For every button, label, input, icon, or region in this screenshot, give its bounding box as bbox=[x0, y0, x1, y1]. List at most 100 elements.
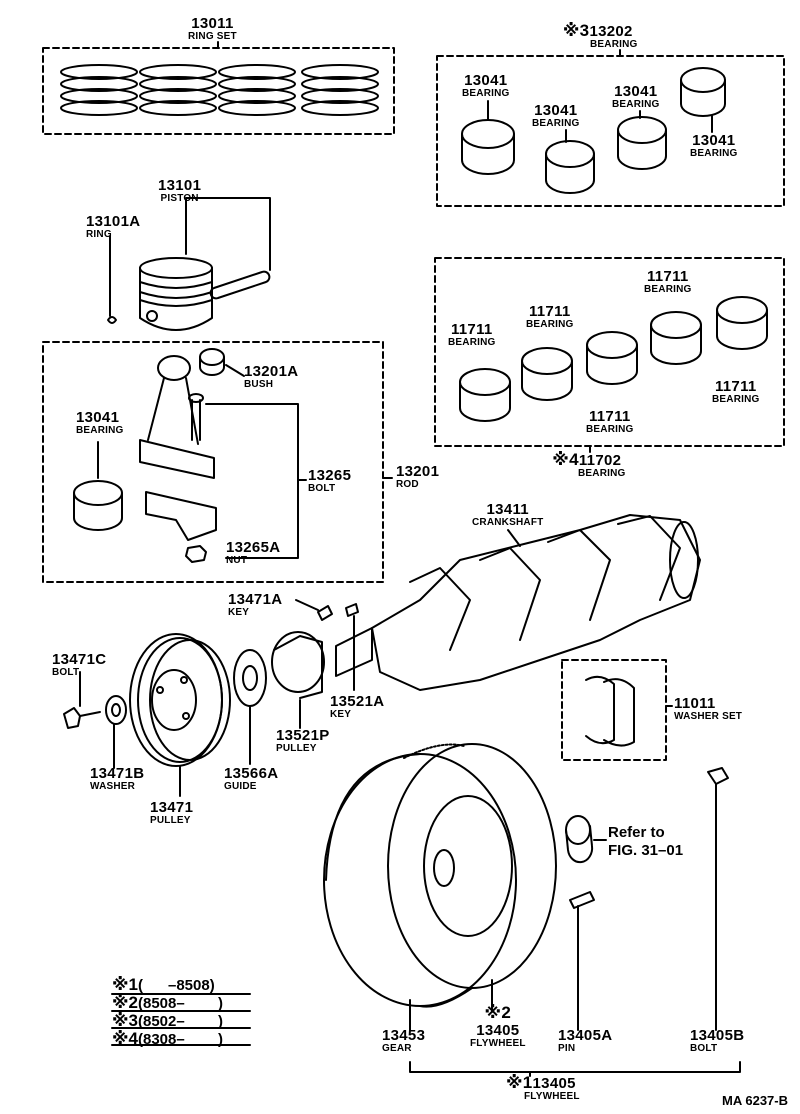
part-name: FLYWHEEL bbox=[524, 1091, 580, 1102]
legend-row: ※4(8308– ) bbox=[112, 1030, 223, 1048]
part-number: 13101A bbox=[86, 213, 141, 230]
part-number: 11011 bbox=[674, 695, 716, 712]
part-name: KEY bbox=[228, 607, 250, 618]
part-name: GUIDE bbox=[224, 781, 257, 792]
part-name: BEARING bbox=[644, 284, 692, 295]
main-bearing-shell-1 bbox=[459, 368, 511, 422]
variant-mark: ※4 bbox=[552, 450, 579, 469]
bearing-shell-d bbox=[680, 67, 726, 133]
part-number: 11711 bbox=[646, 268, 689, 285]
flywheel-bolt-part bbox=[707, 767, 729, 1031]
part-name: PISTON bbox=[160, 193, 199, 204]
part-name: BEARING bbox=[462, 88, 510, 99]
flywheel-2-label: ※2 13405 FLYWHEEL bbox=[470, 1004, 526, 1049]
part-name: GEAR bbox=[382, 1043, 412, 1054]
piston-label: 13101 PISTON bbox=[158, 178, 201, 204]
part-number: 13471A bbox=[228, 591, 283, 608]
part-name: BEARING bbox=[612, 99, 660, 110]
part-name: BEARING bbox=[532, 118, 580, 129]
pin-label: 13405A PIN bbox=[558, 1028, 612, 1054]
part-number: 13405B bbox=[690, 1027, 745, 1044]
part-name: RING SET bbox=[188, 31, 237, 42]
main-bearing-1-label: 11711 BEARING bbox=[644, 269, 692, 295]
guide-part bbox=[233, 649, 267, 765]
part-number: 13041 bbox=[534, 102, 578, 119]
rod-bearing-1-label: 13041 BEARING bbox=[462, 73, 510, 99]
part-name: BEARING bbox=[526, 319, 574, 330]
crank-pulley-part bbox=[129, 633, 231, 797]
big-end-bearing bbox=[73, 441, 123, 531]
washer-set-group bbox=[561, 659, 673, 761]
legend-range: (8508– ) bbox=[137, 995, 224, 1012]
main-bearing-4-label: 11711 BEARING bbox=[712, 379, 760, 405]
rod-nut-part bbox=[185, 545, 207, 563]
legend-row: ※2(8508– ) bbox=[112, 994, 223, 1012]
part-number: 13521P bbox=[276, 727, 330, 744]
legend-range: (8502– ) bbox=[137, 1013, 224, 1030]
legend-mark: ※4 bbox=[112, 1029, 138, 1048]
variant-legend: ※1( –8508) ※2(8508– ) ※3(8502– ) ※4(8308… bbox=[112, 976, 223, 1048]
part-name: RING bbox=[86, 229, 112, 240]
refer-line-2: FIG. 31–01 bbox=[608, 842, 684, 859]
flywheel-part bbox=[323, 743, 557, 1031]
main-bearing-shell-5 bbox=[716, 296, 768, 350]
part-name: BEARING bbox=[590, 39, 638, 50]
part-name: BUSH bbox=[244, 379, 274, 390]
main-bearing-shell-4 bbox=[650, 311, 702, 365]
part-name: BEARING bbox=[578, 468, 626, 479]
bearing-set-3-label: ※313202 BEARING bbox=[558, 22, 638, 50]
part-name: BEARING bbox=[76, 425, 124, 436]
part-number: 13201A bbox=[244, 363, 299, 380]
pulley-label: 13471 PULLEY bbox=[150, 800, 193, 826]
bearing-shell-b bbox=[545, 129, 595, 194]
part-number: 13471C bbox=[52, 651, 107, 668]
part-name: BEARING bbox=[448, 337, 496, 348]
main-bearing-5-label: 11711 BEARING bbox=[586, 409, 634, 435]
part-number: 13265A bbox=[226, 539, 281, 556]
piston-ring-2 bbox=[139, 64, 217, 116]
legend-mark: ※3 bbox=[112, 1011, 138, 1030]
part-number: 13471 bbox=[150, 799, 194, 816]
ring-set-label: 13011 RING SET bbox=[188, 16, 237, 42]
bearing-set-4-label: ※411702 BEARING bbox=[548, 451, 626, 479]
part-name: BEARING bbox=[586, 424, 634, 435]
legend-row: ※3(8502– ) bbox=[112, 1012, 223, 1030]
main-bearing-set-group bbox=[434, 257, 785, 453]
variant-mark: ※3 bbox=[562, 21, 590, 40]
bearing-shell-c bbox=[617, 110, 667, 170]
key-a-part bbox=[295, 599, 359, 691]
rod-bolt-label: 13265 BOLT bbox=[308, 468, 351, 494]
main-bearing-3-label: 11711 BEARING bbox=[448, 322, 496, 348]
part-number: 13041 bbox=[614, 83, 658, 100]
part-number: 13405A bbox=[558, 1027, 613, 1044]
rod-bearing-5-label: 13041 BEARING bbox=[76, 410, 124, 436]
rod-bearing-3-label: 13041 BEARING bbox=[612, 84, 660, 110]
part-name: BOLT bbox=[308, 483, 336, 494]
part-number: 13201 bbox=[396, 463, 440, 480]
part-number: 13041 bbox=[76, 409, 120, 426]
part-name: BEARING bbox=[690, 148, 738, 159]
part-number: 13011 bbox=[191, 15, 234, 32]
drawing-id: MA 6237-B bbox=[722, 1093, 788, 1108]
legend-range: (8308– ) bbox=[137, 1031, 224, 1048]
ring-set-group bbox=[42, 41, 395, 135]
part-name: BEARING bbox=[712, 394, 760, 405]
part-number: 13566A bbox=[224, 765, 279, 782]
part-number: 11711 bbox=[714, 378, 757, 395]
part-name: PULLEY bbox=[276, 743, 317, 754]
piston-ring-1 bbox=[60, 64, 138, 116]
part-number: 13041 bbox=[464, 72, 508, 89]
part-number: 13471B bbox=[90, 765, 145, 782]
part-number: 13453 bbox=[382, 1027, 426, 1044]
part-name: BOLT bbox=[52, 667, 80, 678]
legend-row: ※1( –8508) bbox=[112, 976, 223, 994]
main-bearing-2-label: 11711 BEARING bbox=[526, 304, 574, 330]
pulley-bolt-part bbox=[63, 671, 101, 729]
rod-label: 13201 ROD bbox=[396, 464, 439, 490]
part-name: KEY bbox=[330, 709, 352, 720]
piston-ring-4 bbox=[301, 64, 379, 116]
key-b-label: 13521A KEY bbox=[330, 694, 384, 720]
refer-line-1: Refer to bbox=[608, 824, 665, 841]
part-name: ROD bbox=[396, 479, 419, 490]
